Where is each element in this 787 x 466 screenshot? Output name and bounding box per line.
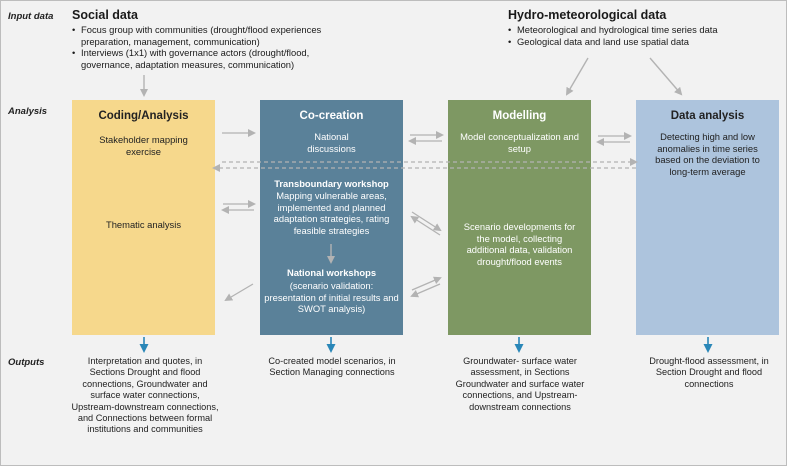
arrow-cocreation-to-modelling-mid — [411, 211, 442, 232]
arrow-hydro-to-modelling — [565, 57, 589, 96]
national-workshops-text: (scenario validation: presentation of in… — [264, 280, 399, 315]
row-label-outputs: Outputs — [8, 357, 45, 368]
co-creation-box: Co-creation National discussions Transbo… — [260, 100, 403, 335]
data-analysis-title: Data analysis — [670, 110, 745, 122]
arrow-hydro-to-data-analysis — [649, 57, 683, 96]
stakeholder-mapping-text: Stakeholder mapping exercise — [99, 134, 188, 157]
row-label-analysis: Analysis — [8, 106, 48, 117]
output-coding: Interpretation and quotes, in Sections D… — [71, 356, 219, 435]
output-co-creation: Co-created model scenarios, in Section M… — [268, 356, 396, 378]
output-data-analysis: Drought-flood assessment, in Section Dro… — [649, 356, 769, 389]
row-label-input-data: Input data — [8, 11, 54, 22]
social-data-title: Social data — [72, 8, 138, 22]
hydro-bullet-spatial: Geological data and land use spatial dat… — [508, 36, 778, 48]
arrow-modelling-to-cocreation-bottom — [410, 283, 441, 298]
coding-analysis-box: Coding/Analysis Stakeholder mapping exer… — [72, 100, 215, 335]
thematic-analysis-text: Thematic analysis — [105, 219, 182, 230]
transboundary-workshop-heading: Transboundary workshop — [274, 178, 389, 189]
social-data-block: Social data Focus group with communities… — [72, 8, 342, 70]
scenario-developments-text: Scenario developments for the model, col… — [463, 221, 576, 267]
modelling-box: Modelling Model conceptualization and se… — [448, 100, 591, 335]
output-modelling: Groundwater- surface water assessment, i… — [455, 356, 585, 412]
hydro-data-title: Hydro-meteorological data — [508, 8, 667, 22]
arrow-cocreation-to-coding-bottom — [224, 283, 254, 302]
arrow-cocreation-to-modelling-bottom — [411, 276, 442, 291]
transboundary-workshop-text: Mapping vulnerable areas, implemented an… — [273, 190, 390, 236]
hydro-bullet-time-series: Meteorological and hydrological time ser… — [508, 24, 778, 36]
anomaly-detection-text: Detecting high and low anomalies in time… — [655, 131, 760, 177]
national-discussions-text: National discussions — [307, 131, 356, 154]
co-creation-title: Co-creation — [299, 110, 364, 122]
national-workshops-heading: National workshops — [286, 267, 377, 278]
coding-analysis-title: Coding/Analysis — [98, 110, 189, 122]
social-data-list: Focus group with communities (drought/fl… — [72, 24, 342, 70]
hydro-data-block: Hydro-meteorological data Meteorological… — [508, 8, 778, 47]
arrow-modelling-to-cocreation-mid — [410, 215, 441, 236]
modelling-title: Modelling — [492, 110, 547, 122]
hydro-data-list: Meteorological and hydrological time ser… — [508, 24, 778, 47]
data-analysis-box: Data analysis Detecting high and low ano… — [636, 100, 779, 335]
social-bullet-interviews: Interviews (1x1) with governance actors … — [72, 47, 342, 70]
social-bullet-focus-group: Focus group with communities (drought/fl… — [72, 24, 342, 47]
model-conceptualization-text: Model conceptualization and setup — [460, 131, 579, 154]
